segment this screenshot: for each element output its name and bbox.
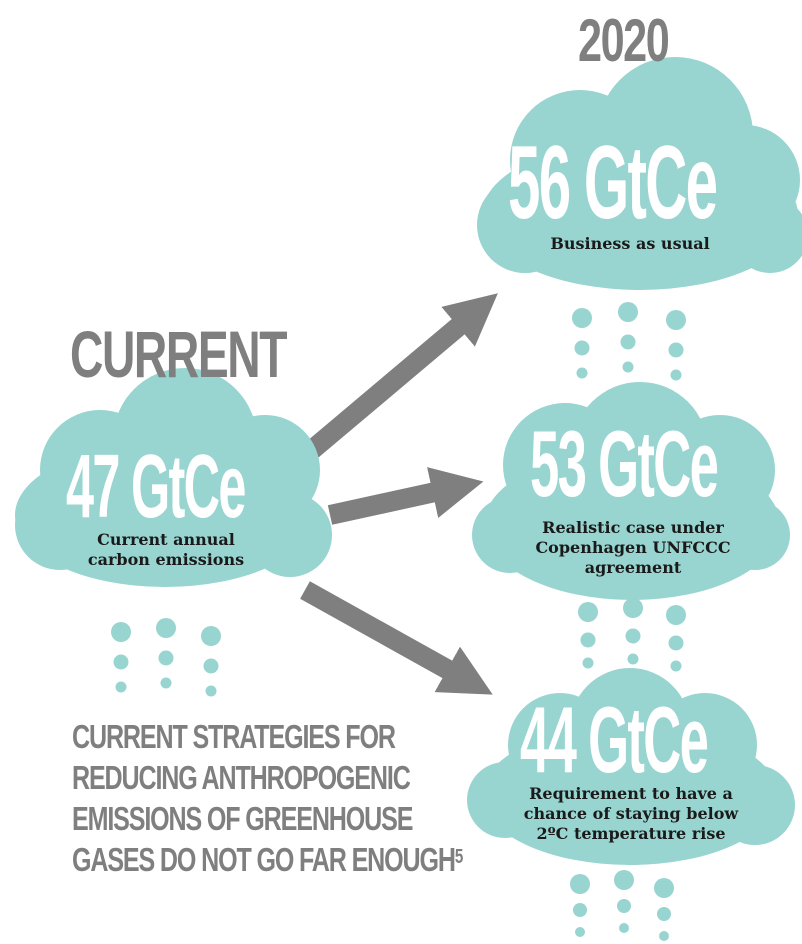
cloud-current (15, 368, 332, 587)
caption-copenhagen-line: Realistic case under (542, 518, 724, 537)
caption-copenhagen-line: Copenhagen UNFCCC (535, 538, 731, 557)
heading-current: CURRENT (70, 317, 287, 391)
value-two-degree: 44 GtCe (520, 687, 709, 792)
caption-two-degree-line: chance of staying below (523, 804, 739, 823)
cloud-copenhagen (472, 382, 790, 600)
arrow-to-copenhagen (327, 467, 484, 525)
caption-two-degree-line: Requirement to have a (529, 784, 733, 803)
heading-2020: 2020 (578, 7, 670, 74)
statement-line: REDUCING ANTHROPOGENIC (72, 759, 411, 796)
caption-current-line: Current annual (97, 530, 235, 549)
strategy-statement: CURRENT STRATEGIES FOR REDUCING ANTHROPO… (72, 716, 463, 880)
caption-two-degree-line: 2ºC temperature rise (536, 824, 726, 843)
caption-business-as-usual: Business as usual (520, 234, 740, 254)
caption-current: Current annual carbon emissions (66, 530, 266, 570)
caption-current-line: carbon emissions (87, 550, 245, 569)
rain-drops-two-degree (570, 870, 674, 941)
arrow-to-two-degree (300, 581, 493, 695)
cloud-two-degree (467, 668, 795, 865)
value-copenhagen: 53 GtCe (530, 411, 719, 516)
statement-line: EMISSIONS OF GREENHOUSE (72, 800, 413, 837)
arrow-to-business-as-usual (293, 293, 498, 468)
rain-drops-business-as-usual (572, 302, 686, 381)
rain-drops-copenhagen (578, 598, 686, 672)
statement-last-line: GASES DO NOT GO FAR ENOUGH5 (72, 839, 463, 880)
cloud-business-as-usual (477, 57, 802, 290)
caption-two-degree: Requirement to have a chance of staying … (500, 784, 762, 844)
statement-line: GASES DO NOT GO FAR ENOUGH (72, 841, 456, 878)
statement-line: CURRENT STRATEGIES FOR (72, 718, 396, 755)
value-current: 47 GtCe (66, 437, 246, 537)
arrows (293, 293, 498, 695)
caption-business-as-usual-line: Business as usual (550, 234, 710, 253)
rain-drops-current (111, 618, 221, 697)
caption-copenhagen: Realistic case under Copenhagen UNFCCC a… (508, 518, 758, 578)
value-business-as-usual: 56 GtCe (508, 125, 718, 241)
caption-copenhagen-line: agreement (584, 558, 682, 577)
footnote-marker: 5 (454, 846, 463, 868)
